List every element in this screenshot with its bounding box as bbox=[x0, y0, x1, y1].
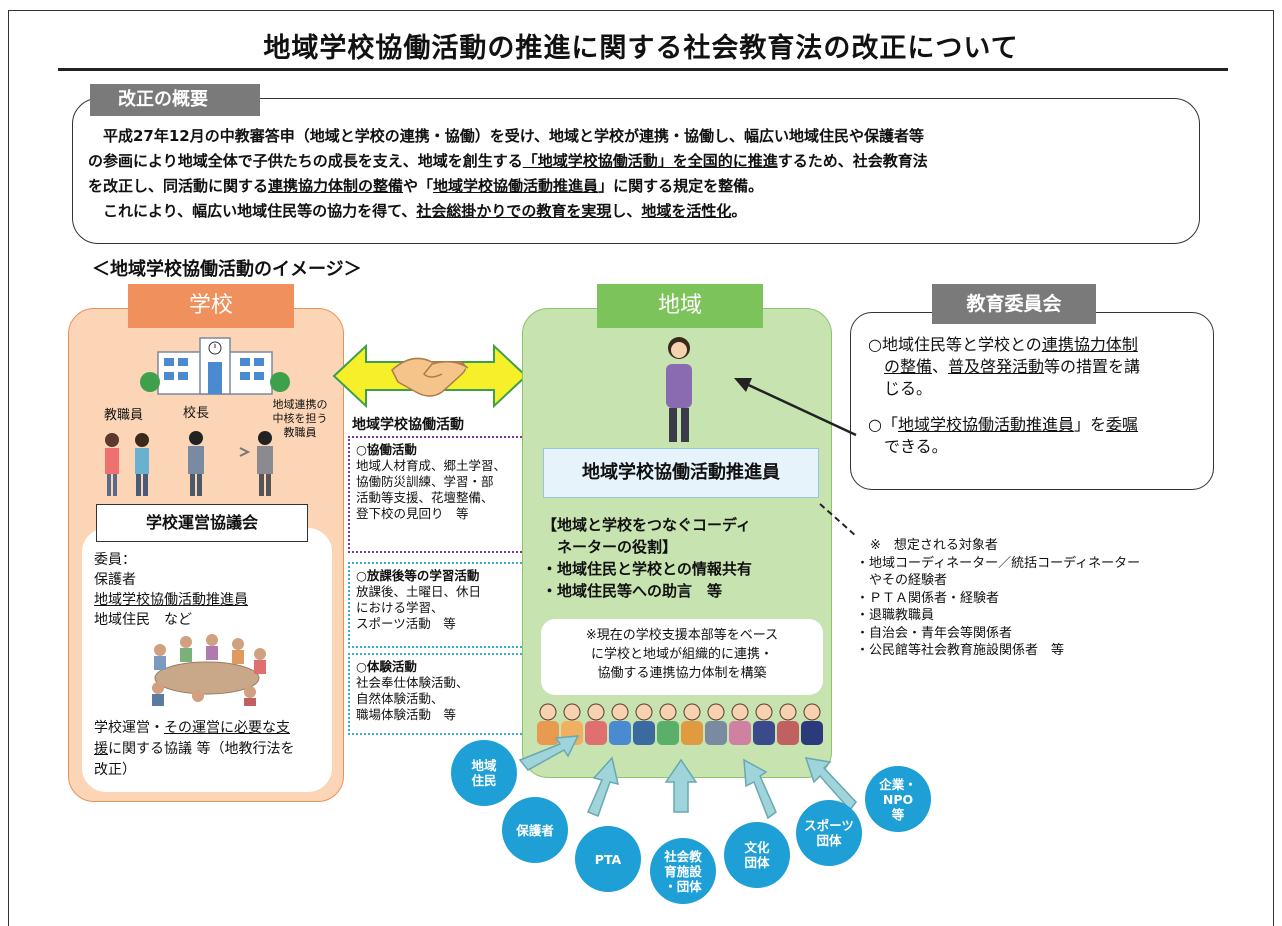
circle-pta: PTA bbox=[575, 826, 641, 892]
overview-segment: 社会総掛かりでの教育を実現 bbox=[416, 202, 612, 220]
coordinator-box: 地域学校協働活動推進員 bbox=[543, 448, 819, 498]
council-members: 委員： 保護者 地域学校協働活動推進員 地域住民 など bbox=[94, 552, 248, 628]
image-title: ＜地域学校協働活動のイメージ＞ bbox=[92, 259, 362, 280]
circle-guardians: 保護者 bbox=[502, 797, 568, 863]
overview-segment: を改正し、同活動に関する bbox=[88, 177, 269, 195]
school-building-icon bbox=[140, 337, 290, 395]
page-title: 地域学校協働活動の推進に関する社会教育法の改正について bbox=[263, 33, 1019, 64]
overview-tab: 改正の概要 bbox=[90, 84, 260, 116]
activity-box-experience: ○体験活動 社会奉仕体験活動、 自然体験活動、 職場体験活動 等 bbox=[348, 653, 534, 735]
board-header: 教育委員会 bbox=[932, 284, 1096, 324]
overview-box bbox=[72, 98, 1200, 244]
overview-line: 平成27年12月の中教審答申（地域と学校の連携・協働）を受け、地域と学校が連携・… bbox=[88, 124, 1193, 149]
overview-segment: し、 bbox=[611, 202, 642, 220]
circle-residents: 地域住民 bbox=[451, 740, 517, 806]
overview-segment: 連携協力体制の整備 bbox=[268, 177, 404, 195]
overview-segment: 。 bbox=[731, 202, 747, 220]
overview-segment: 地域学校協働活動推進員 bbox=[433, 177, 599, 195]
circle-social-edu: 社会教育施設・団体 bbox=[650, 838, 716, 904]
board-box bbox=[850, 312, 1214, 490]
activity-box-collab: ○協働活動 地域人材育成、郷土学習、 協働防災訓練、学習・部 活動等支援、花壇整… bbox=[348, 436, 534, 553]
coordinator-role: 【地域と学校をつなぐコーディ ネーターの役割】 ・地域住民と学校との情報共有 ・… bbox=[542, 516, 752, 600]
overview-segment: これにより、幅広い地域住民等の協力を得て、 bbox=[88, 202, 417, 220]
meeting-illustration bbox=[152, 634, 266, 706]
overview-segment: や「 bbox=[403, 177, 434, 195]
council-desc: 学校運営・その運営に必要な支 援に関する協議 等（地教行法を 改正） bbox=[94, 720, 295, 778]
overview-segment: 地域を活性化 bbox=[641, 202, 732, 220]
board-text: ○地域住民等と学校との連携協力体制 の整備、普及啓発活動等の措置を講 じる。 ○… bbox=[868, 335, 1141, 456]
community-header: 地域 bbox=[597, 284, 763, 328]
overview-segment: の参画により地域全体で子供たちの成長を支え、地域を創生する bbox=[88, 152, 523, 170]
principal-label: 校長 bbox=[183, 406, 210, 421]
overview-text: 平成27年12月の中教審答申（地域と学校の連携・協働）を受け、地域と学校が連携・… bbox=[88, 124, 1193, 224]
circle-culture: 文化団体 bbox=[724, 822, 790, 888]
handshake-arrow-icon bbox=[332, 343, 528, 409]
overview-segment: 「地域学校協働活動」を全国的に推進 bbox=[522, 152, 778, 170]
overview-line: これにより、幅広い地域住民等の協力を得て、社会総掛かりでの教育を実現し、地域を活… bbox=[88, 199, 1193, 224]
staff-label: 教職員 bbox=[104, 408, 144, 423]
activities-title: 地域学校協働活動 bbox=[352, 417, 464, 433]
coordinator-person-icon bbox=[666, 337, 692, 442]
residents-illustration bbox=[537, 703, 823, 745]
page-frame bbox=[8, 10, 1274, 926]
target-list: ※ 想定される対象者 ・地域コーディネーター／統括コーディネーター やその経験者… bbox=[856, 538, 1141, 658]
overview-segment: 」に関する規定を整備。 bbox=[598, 177, 764, 195]
council-title: 学校運営協議会 bbox=[96, 504, 308, 542]
overview-segment: 平成27年12月の中教審答申（地域と学校の連携・協働）を受け、地域と学校が連携・… bbox=[88, 127, 925, 145]
school-staff-illustration bbox=[105, 431, 273, 496]
overview-line: を改正し、同活動に関する連携協力体制の整備や「地域学校協働活動推進員」に関する規… bbox=[88, 174, 1193, 199]
liaison-label: 地域連携の中核を担う教職員 bbox=[272, 398, 328, 439]
title-underline bbox=[58, 68, 1228, 71]
circle-sports: スポーツ団体 bbox=[796, 800, 862, 866]
school-header: 学校 bbox=[128, 284, 294, 328]
overview-segment: するため、社会教育法 bbox=[777, 152, 928, 170]
support-note: ※現在の学校支援本部等をベース に学校と地域が組織的に連携・ 協働する連携協力体… bbox=[541, 619, 823, 695]
activity-box-afterschool: ○放課後等の学習活動 放課後、土曜日、休日 における学習、 スポーツ活動 等 bbox=[348, 562, 534, 648]
overview-line: の参画により地域全体で子供たちの成長を支え、地域を創生する「地域学校協働活動」を… bbox=[88, 149, 1193, 174]
